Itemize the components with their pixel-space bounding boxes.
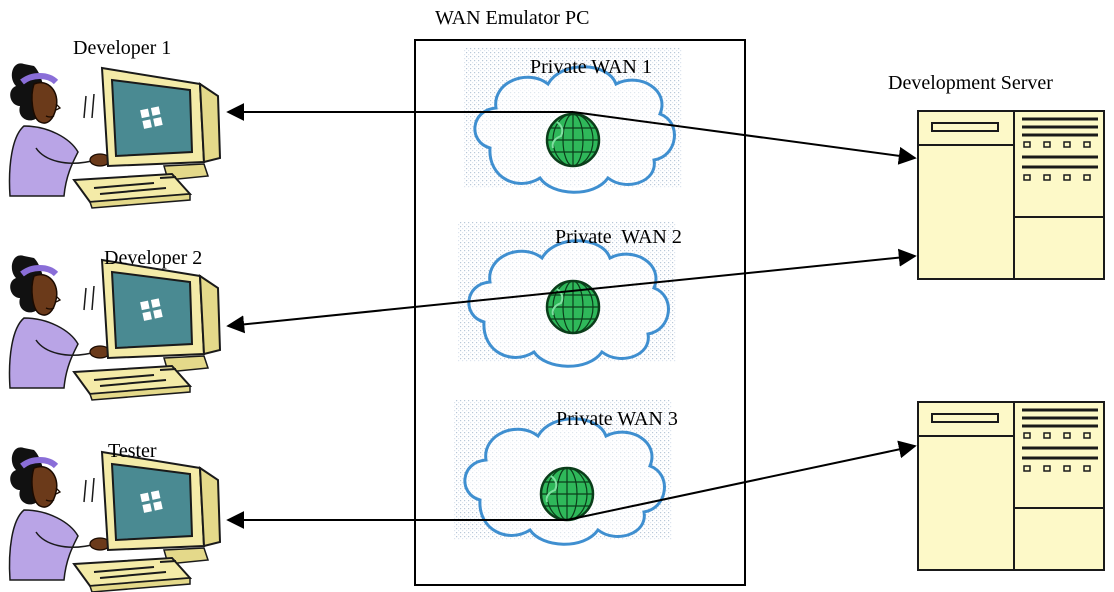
- test-server-rack: [916, 400, 1106, 572]
- developer-1-label: Developer 1: [73, 37, 172, 59]
- developer-1-figure: [10, 63, 220, 208]
- connection-arrow-1-server: [572, 111, 917, 165]
- wan-1-label: Private WAN 1: [530, 56, 652, 78]
- wan-1-globe-icon: [545, 112, 601, 168]
- wan-3-label: Private WAN 3: [556, 408, 678, 430]
- wan-3-globe-icon: [539, 466, 595, 522]
- wan-2-label: Private WAN 2: [555, 226, 682, 248]
- developer-2-figure: [10, 255, 220, 400]
- tester-figure: [10, 447, 220, 592]
- developer-2-label: Developer 2: [104, 247, 203, 269]
- wan-emulator-title: WAN Emulator PC: [435, 7, 590, 29]
- development-server-rack: [916, 109, 1106, 281]
- connection-arrow-3-server: [566, 440, 917, 521]
- tester-label: Tester: [108, 440, 157, 462]
- development-server-label: Development Server: [888, 72, 1053, 94]
- connection-arrow-2: [226, 248, 917, 334]
